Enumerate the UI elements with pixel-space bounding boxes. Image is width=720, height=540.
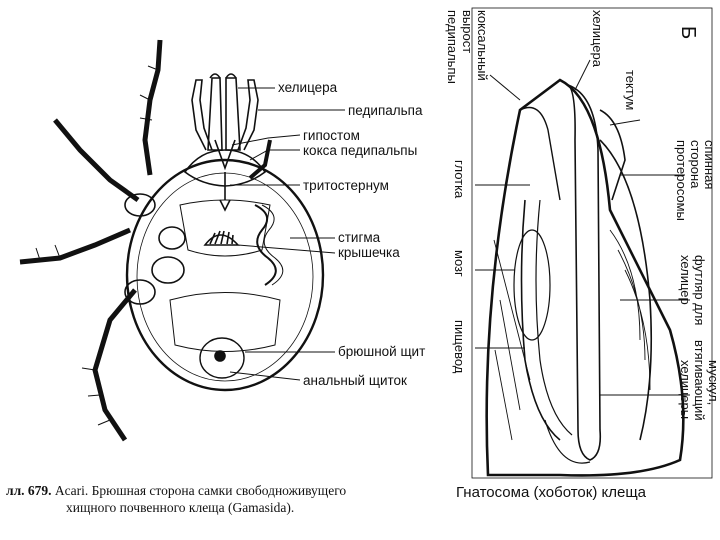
sternal-shield <box>179 199 271 257</box>
tectum-shape <box>599 109 626 201</box>
figure-caption-left-2: хищного почвенного клеща (Gamasida). <box>66 500 295 515</box>
label-letter-b: Б <box>677 26 699 40</box>
leader-lid <box>237 244 336 254</box>
ventral-shield-outline <box>169 292 281 352</box>
pharynx-tube <box>520 199 561 441</box>
label-sheath-1: футляр для <box>692 255 707 326</box>
label-ventral-shield: брюшной щит <box>338 344 426 359</box>
leader-anal-shield <box>229 371 301 381</box>
label-esophagus: пищевод <box>452 320 467 374</box>
pedipalp-right-shape <box>237 79 259 151</box>
leg-2 <box>53 118 140 203</box>
coxal-process-shape <box>519 106 561 201</box>
anal-shield-shape <box>199 337 245 379</box>
label-pedipalp: педипальпа <box>348 103 423 118</box>
leader-chelicera-r <box>574 59 591 91</box>
label-tritosternum: тритостернум <box>303 178 389 193</box>
muscle-shape <box>544 419 591 464</box>
leader-pedipalp-coxa <box>249 149 300 161</box>
chelicera-rod <box>567 84 602 461</box>
idiosoma-outline <box>125 158 325 392</box>
caption-line-1: Acari. Брюшная сторона самки свободножив… <box>54 483 347 498</box>
label-tectum: тектум <box>623 70 638 111</box>
figure-caption-left: лл. 679. Acari. Брюшная сторона самки св… <box>6 482 346 500</box>
leader-hypostome <box>231 134 301 146</box>
label-lid: крышечка <box>338 245 400 260</box>
label-anal-shield: анальный щиток <box>303 373 407 388</box>
label-muscle-1: мускул, <box>706 360 720 406</box>
brain-shape <box>513 229 551 341</box>
caption-number: лл. 679. <box>6 483 52 498</box>
label-pharynx: глотка <box>452 160 467 199</box>
chelicera-right-shape <box>225 77 241 151</box>
label-stigma: стигма <box>338 230 381 245</box>
leader-coxal-process <box>489 74 521 101</box>
label-coxal-1: коксальный <box>475 10 490 81</box>
tritosternum-shape <box>219 172 231 212</box>
label-chelicera-r: хелицера <box>590 10 605 67</box>
gnathosoma-outer <box>485 78 685 477</box>
label-coxal-2: вырост <box>460 10 475 54</box>
figure-caption-right: Гнатосома (хоботок) клеща <box>456 484 647 501</box>
label-muscle-3: хелицеры <box>678 360 693 420</box>
label-hypostome: гипостом <box>303 128 360 143</box>
peritreme-right <box>254 204 277 286</box>
label-coxal-3: педипальпы <box>445 10 460 84</box>
leader-tectum <box>609 119 641 126</box>
label-protero-3: протеросомы <box>674 140 689 221</box>
gnathosoma <box>183 149 267 187</box>
chelicera-left-shape <box>207 77 223 151</box>
hypostome-shape <box>214 139 236 171</box>
label-muscle-2: втягивающий <box>692 340 707 421</box>
label-pedipalp-coxa: кокса педипальпы <box>303 143 418 158</box>
label-protero-1: спинная <box>702 140 717 190</box>
label-brain: мозг <box>452 250 467 277</box>
label-sheath-2: хелицер <box>678 255 693 305</box>
label-chelicera: хелицера <box>278 80 338 95</box>
pedipalp-left-shape <box>191 79 213 151</box>
label-protero-2: сторона <box>688 140 703 189</box>
